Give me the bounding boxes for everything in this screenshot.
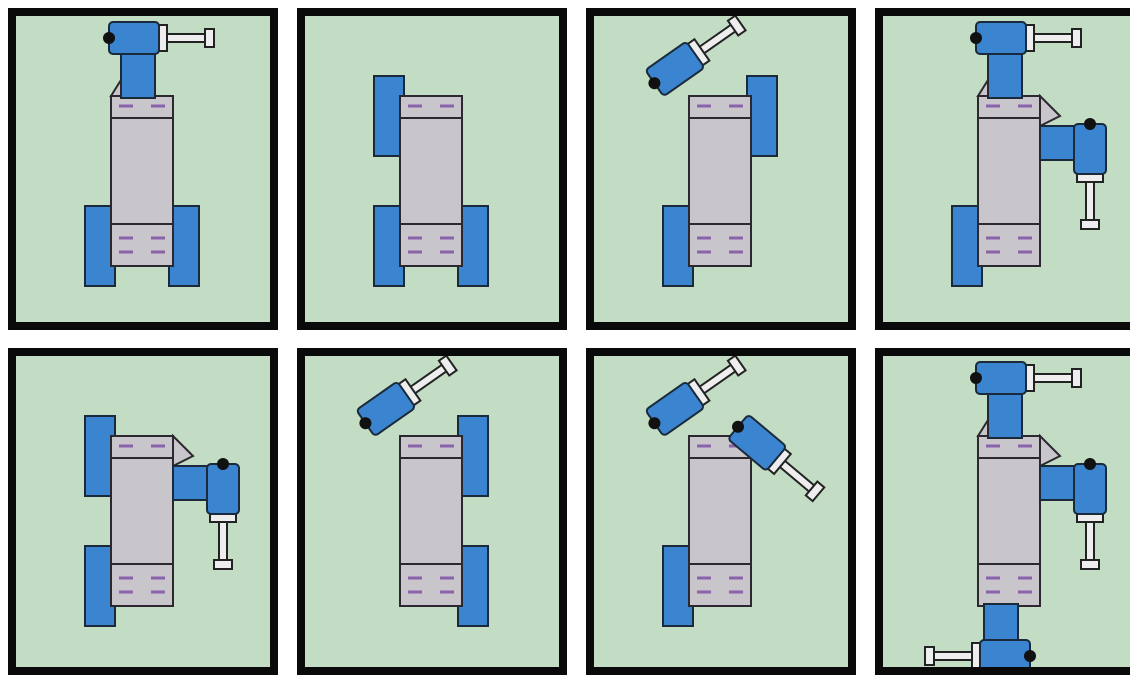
pivot-joint [1084, 118, 1096, 130]
cylinder-mount [1039, 465, 1079, 501]
robot-assembly [373, 75, 489, 287]
pivot-joint [103, 32, 115, 44]
cylinder-mount [987, 390, 1023, 439]
piston-rod [1085, 519, 1095, 563]
robot-assembly [84, 415, 240, 627]
configuration-panel-1 [8, 8, 278, 330]
hydraulic-cylinder [970, 21, 1082, 55]
cylinder-mount [987, 50, 1023, 99]
piston-rod [696, 22, 739, 56]
robot-diagram [951, 21, 1107, 287]
configuration-panel-2 [297, 8, 567, 330]
hydraulic-cylinder [1073, 118, 1107, 230]
piston-rod [1085, 179, 1095, 223]
robot-assembly [645, 356, 826, 627]
rod-end-cap [726, 16, 747, 37]
robot-assembly [951, 21, 1107, 287]
cylinder-barrel [975, 21, 1027, 55]
cylinder-barrel [979, 639, 1031, 667]
cylinder-barrel [206, 463, 240, 515]
configuration-panel-3 [586, 8, 856, 330]
piston-rod [1031, 33, 1075, 43]
rod-end-cap [1080, 559, 1100, 570]
cylinder-barrel [1073, 123, 1107, 175]
rod-end-cap [204, 28, 215, 48]
rod-end-cap [437, 356, 458, 377]
pivot-joint [1084, 458, 1096, 470]
robot-assembly [645, 16, 778, 287]
piston-rod [931, 651, 975, 661]
piston-rod [696, 362, 739, 396]
configuration-panel-4 [875, 8, 1130, 330]
hydraulic-cylinder [103, 21, 215, 55]
mount-bracket [1039, 433, 1062, 468]
configuration-panel-6 [297, 348, 567, 675]
pivot-joint [648, 417, 661, 430]
cylinder-mount [172, 465, 212, 501]
piston-rod [1031, 373, 1075, 383]
rod-end-cap [924, 646, 935, 666]
configuration-panel-5 [8, 348, 278, 675]
rod-end-cap [213, 559, 233, 570]
mount-bracket [172, 433, 195, 468]
mount-bracket [976, 416, 989, 437]
cylinder-mount [1039, 125, 1079, 161]
hydraulic-cylinder [206, 458, 240, 570]
pivot-joint [217, 458, 229, 470]
chassis-body [399, 435, 463, 607]
piston-rod [407, 362, 450, 396]
pivot-joint [970, 32, 982, 44]
pivot-joint [359, 417, 372, 430]
robot-diagram [924, 361, 1107, 667]
mount-bracket [109, 76, 122, 97]
hydraulic-cylinder [924, 639, 1036, 667]
cylinder-barrel [108, 21, 160, 55]
cylinder-barrel [1073, 463, 1107, 515]
chassis-body [977, 95, 1041, 267]
robot-diagram [356, 356, 489, 627]
hydraulic-cylinder [970, 361, 1082, 395]
cylinder-mount [983, 603, 1019, 645]
piston-rod [218, 519, 228, 563]
hydraulic-cylinder [645, 16, 747, 96]
chassis-body [110, 95, 174, 267]
configuration-panel-8 [875, 348, 1130, 675]
hydraulic-cylinder [1073, 458, 1107, 570]
robot-diagram [373, 75, 489, 287]
robot-assembly [924, 361, 1107, 667]
robot-assembly [356, 356, 489, 627]
chassis-body [688, 95, 752, 267]
robot-diagram [84, 415, 240, 627]
mount-bracket [976, 76, 989, 97]
rod-end-cap [1071, 368, 1082, 388]
robot-diagram [645, 356, 826, 627]
pivot-joint [970, 372, 982, 384]
robot-assembly [84, 21, 215, 287]
robot-diagram [645, 16, 778, 287]
chassis-body [399, 95, 463, 267]
rod-end-cap [1071, 28, 1082, 48]
rod-end-cap [726, 356, 747, 377]
pivot-joint [648, 77, 661, 90]
pivot-joint [1024, 650, 1036, 662]
piston-rod [776, 458, 818, 495]
piston-rod [164, 33, 208, 43]
chassis-body [110, 435, 174, 607]
rod-end-cap [804, 480, 826, 503]
robot-diagram [84, 21, 215, 287]
cylinder-mount [120, 50, 156, 99]
chassis-body [977, 435, 1041, 607]
hydraulic-cylinder [356, 356, 458, 436]
configuration-panel-7 [586, 348, 856, 675]
rod-end-cap [1080, 219, 1100, 230]
hydraulic-cylinder [645, 356, 747, 436]
cylinder-barrel [975, 361, 1027, 395]
pivot-joint [732, 420, 745, 433]
hydraulic-cylinder [728, 415, 826, 503]
mount-bracket [1039, 93, 1062, 128]
chassis-body [688, 435, 752, 607]
